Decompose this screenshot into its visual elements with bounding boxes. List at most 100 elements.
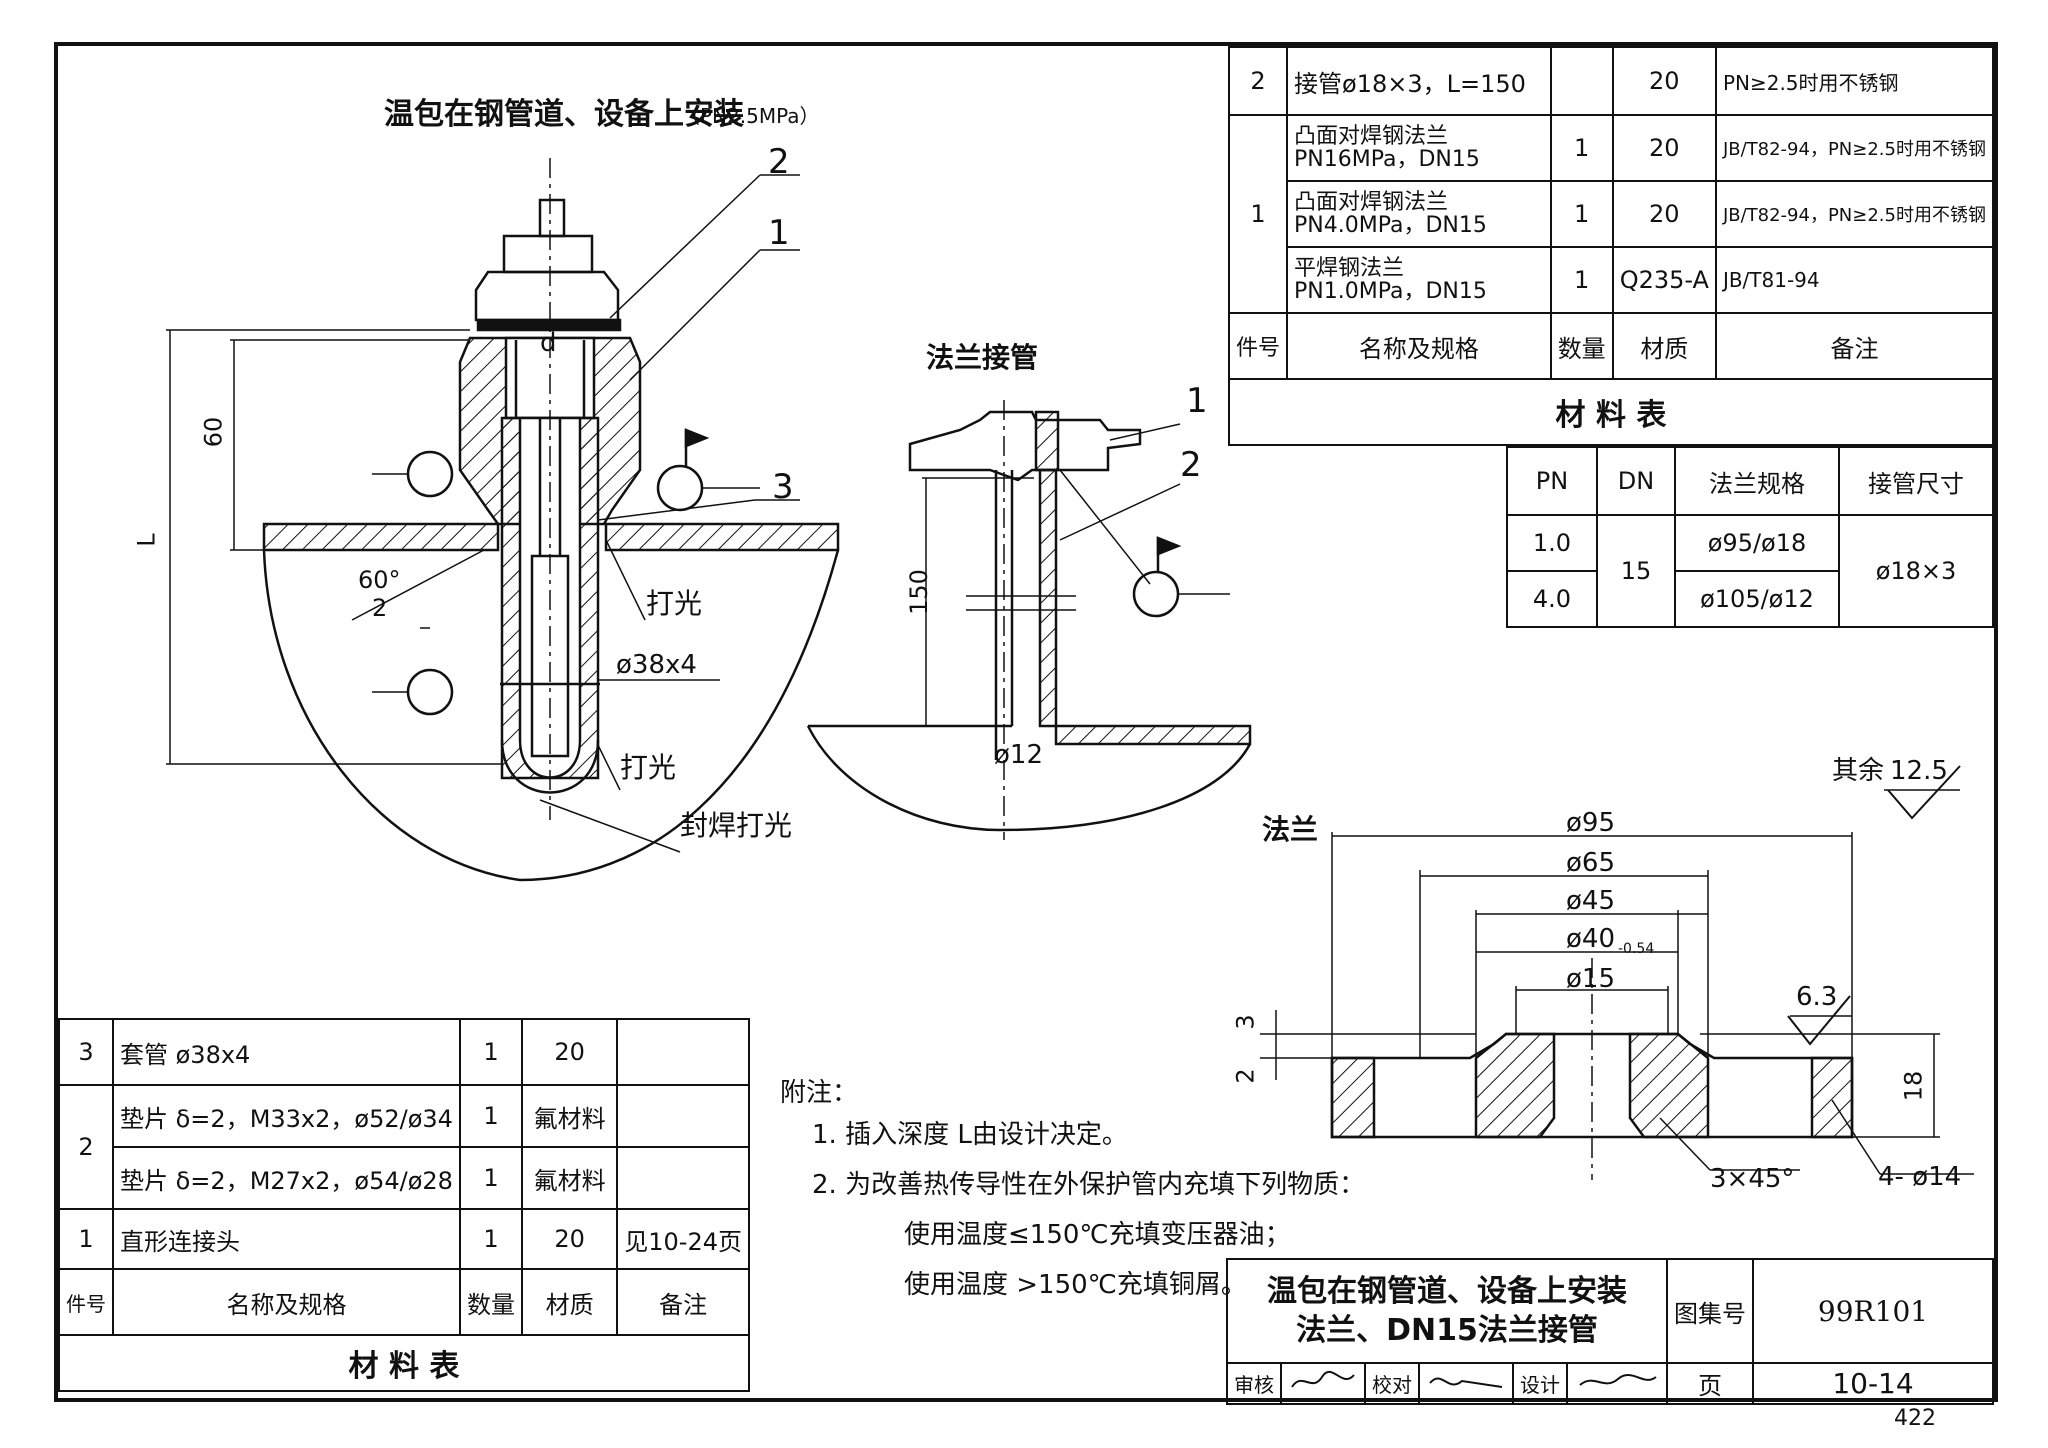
drawing-frame bbox=[54, 42, 1998, 1402]
part-no: 3 bbox=[58, 1018, 114, 1086]
table-row: 1 凸面对焊钢法兰 PN16MPa，DN15 1 20 JB/T82-94，PN… bbox=[1227, 114, 1995, 314]
table-header-row: 件号 名称及规格 数量 材质 备注 bbox=[1227, 312, 1995, 380]
main-view-drawing bbox=[166, 158, 840, 882]
check-signature-mark bbox=[1429, 1376, 1503, 1388]
holes-label: 4- ø14 bbox=[1878, 1162, 1962, 1192]
design-signature-mark bbox=[1579, 1373, 1657, 1386]
header-name: 名称及规格 bbox=[112, 1268, 461, 1336]
angle-sub-label: 2 bbox=[372, 594, 388, 622]
part-note bbox=[616, 1084, 750, 1148]
check-signature bbox=[1418, 1362, 1514, 1405]
part-qty: 1 bbox=[458, 1018, 523, 1086]
roughness-face-value: 6.3 bbox=[1796, 982, 1838, 1012]
header-dn: DN bbox=[1596, 446, 1676, 516]
note-1: 1. 插入深度 L由设计决定。 bbox=[812, 1120, 1128, 1150]
part-qty: 1 bbox=[1549, 180, 1614, 248]
table-row: 1.0 15 ø95/ø18 ø18×3 bbox=[1506, 514, 1994, 628]
part-material: 20 bbox=[1611, 114, 1717, 182]
flange-pipe-label-2: 2 bbox=[1180, 445, 1202, 485]
drawing-title: 温包在钢管道、设备上安装 法兰、DN15法兰接管 bbox=[1226, 1258, 1668, 1364]
flange-pipe-title: 法兰接管 bbox=[926, 341, 1039, 374]
part-material: 氟材料 bbox=[520, 1146, 619, 1210]
table-row: 平焊钢法兰 PN1.0MPa，DN15 1 Q235-A JB/T81-94 bbox=[1229, 246, 1995, 314]
part-material: Q235-A bbox=[1611, 246, 1717, 314]
part-no: 2 bbox=[1227, 46, 1289, 116]
part-name: 垫片 δ=2，M33x2，ø52/ø34 bbox=[112, 1084, 461, 1148]
table-row: 垫片 δ=2，M27x2，ø54/ø28 1 氟材料 bbox=[59, 1146, 750, 1210]
top-parts-table: 2 接管ø18×3，L=150 20 PN≥2.5时用不锈钢 1 凸面对焊钢法兰… bbox=[1227, 46, 1995, 446]
drawing-title-line2: 法兰、DN15法兰接管 bbox=[1296, 1313, 1598, 1348]
flange-drawing bbox=[1260, 765, 1974, 1180]
review-label: 审核 bbox=[1226, 1362, 1282, 1405]
part-note: JB/T82-94，PN≥2.5时用不锈钢 bbox=[1714, 180, 1995, 248]
part-note: JB/T81-94 bbox=[1714, 246, 1995, 314]
part-material: 20 bbox=[520, 1208, 619, 1270]
table-caption-row: 材 料 表 bbox=[1228, 378, 1994, 446]
part-name: 接管ø18×3，L=150 bbox=[1286, 46, 1552, 116]
sign-row: 审核 校对 设计 页 10-14 bbox=[1226, 1362, 1994, 1405]
table-row: 1 直形连接头 1 20 见10-24页 bbox=[58, 1208, 750, 1270]
part-note: JB/T82-94，PN≥2.5时用不锈钢 bbox=[1714, 114, 1995, 182]
chamfer-label: 3×45° bbox=[1710, 1164, 1795, 1194]
flange-spec: ø105/ø12 bbox=[1674, 570, 1840, 628]
part-label-2: 2 bbox=[768, 142, 790, 182]
flange-spec: ø95/ø18 bbox=[1674, 514, 1840, 572]
flange-pipe-label-1: 1 bbox=[1186, 381, 1208, 421]
header-pn: PN bbox=[1506, 446, 1598, 516]
bottom-parts-table: 3 套管 ø38x4 1 20 2 垫片 δ=2，M33x2，ø52/ø34 1… bbox=[58, 1018, 750, 1392]
table-caption-row: 材 料 表 bbox=[58, 1334, 750, 1392]
polish-label-1: 打光 bbox=[646, 587, 703, 620]
table-caption: 材 料 表 bbox=[1228, 378, 1994, 446]
part-qty: 1 bbox=[1549, 246, 1614, 314]
part-material: 氟材料 bbox=[520, 1084, 619, 1148]
dia-45: ø45 bbox=[1566, 886, 1615, 916]
dim-L: L bbox=[132, 533, 161, 547]
part-qty: 1 bbox=[458, 1084, 523, 1148]
tube-dimension: ø38x4 bbox=[616, 650, 697, 680]
part-label-3: 3 bbox=[772, 467, 794, 507]
main-view-title: 温包在钢管道、设备上安装 bbox=[384, 97, 744, 132]
polish-label-2: 打光 bbox=[620, 751, 677, 784]
height-3: 3 bbox=[1231, 1014, 1260, 1030]
note-4: 使用温度 >150℃充填铜屑。 bbox=[904, 1270, 1247, 1300]
part-material: 20 bbox=[1611, 180, 1717, 248]
review-signature-mark bbox=[1291, 1370, 1355, 1388]
part-note: 见10-24页 bbox=[616, 1208, 750, 1270]
dim-60: 60 bbox=[199, 416, 228, 448]
pipe-size: ø18×3 bbox=[1838, 514, 1994, 628]
part-name: 垫片 δ=2，M27x2，ø54/ø28 bbox=[112, 1146, 461, 1210]
page-label: 页 bbox=[1666, 1362, 1754, 1405]
part-name: 直形连接头 bbox=[112, 1208, 461, 1270]
table-row: 凸面对焊钢法兰 PN4.0MPa，DN15 1 20 JB/T82-94，PN≥… bbox=[1229, 180, 1995, 248]
dn-value: 15 bbox=[1596, 514, 1676, 628]
table-row: 2 垫片 δ=2，M33x2，ø52/ø34 1 氟材料 bbox=[58, 1084, 750, 1210]
roughness-other-value: 12.5 bbox=[1890, 756, 1948, 786]
title-row: 温包在钢管道、设备上安装 法兰、DN15法兰接管 图集号 99R101 bbox=[1226, 1258, 1994, 1364]
header-qty: 数量 bbox=[458, 1268, 523, 1336]
design-signature bbox=[1566, 1362, 1668, 1405]
table-row: 3 套管 ø38x4 1 20 bbox=[58, 1018, 750, 1086]
roughness-other-label: 其余 bbox=[1832, 756, 1885, 786]
page-number: 10-14 bbox=[1752, 1362, 1994, 1405]
part-note: PN≥2.5时用不锈钢 bbox=[1714, 46, 1995, 116]
header-material: 材质 bbox=[1611, 312, 1717, 380]
pn-value: 1.0 bbox=[1506, 514, 1598, 572]
table-row: 4.0 ø105/ø12 bbox=[1506, 570, 1993, 628]
table-header-row: 件号 名称及规格 数量 材质 备注 bbox=[58, 1268, 750, 1336]
header-pipe-size: 接管尺寸 bbox=[1838, 446, 1994, 516]
drawing-title-line1: 温包在钢管道、设备上安装 bbox=[1267, 1274, 1627, 1309]
part-note bbox=[616, 1146, 750, 1210]
part-no: 1 bbox=[58, 1208, 114, 1270]
flange-pipe-drawing bbox=[806, 400, 1252, 840]
pn-table: PN DN 法兰规格 接管尺寸 1.0 15 ø95/ø18 ø18×3 4.0… bbox=[1506, 446, 1994, 628]
dia-40: ø40 bbox=[1566, 924, 1615, 954]
header-qty: 数量 bbox=[1549, 312, 1614, 380]
pn-value: 4.0 bbox=[1506, 570, 1598, 628]
notes-heading: 附注： bbox=[780, 1078, 859, 1108]
part-qty: 1 bbox=[458, 1208, 523, 1270]
part-note bbox=[616, 1018, 750, 1086]
main-view-title-note: （PN2.5MPa） bbox=[680, 104, 820, 128]
part-qty bbox=[1549, 46, 1614, 116]
header-no: 件号 bbox=[58, 1268, 114, 1336]
